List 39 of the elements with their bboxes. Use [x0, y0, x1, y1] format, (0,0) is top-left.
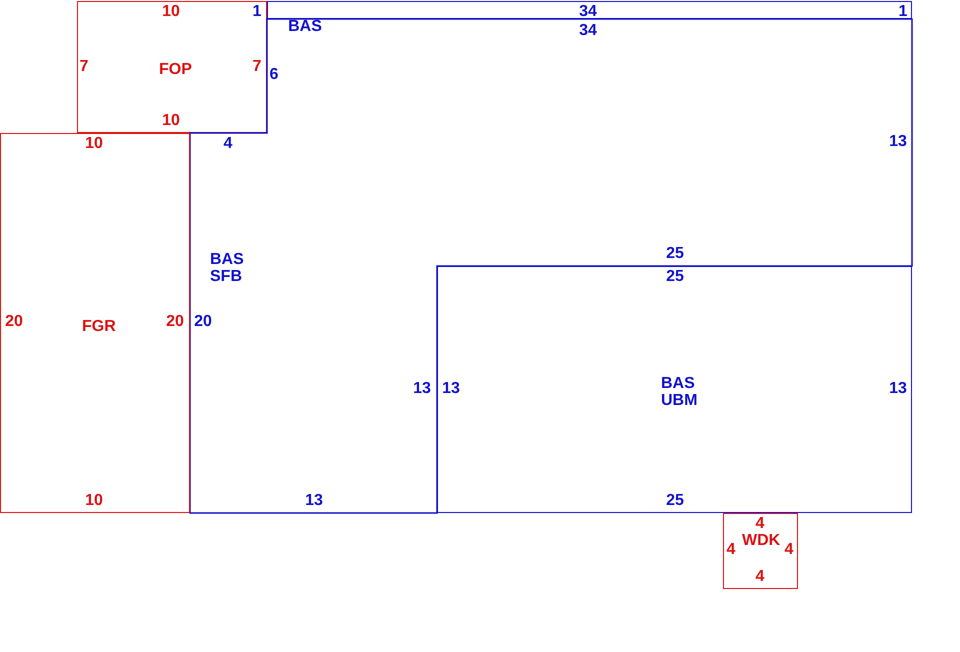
dimension-label: 25	[666, 269, 684, 285]
dimension-label: 4	[756, 569, 764, 585]
dimension-label: 1	[898, 4, 908, 20]
dimension-label: 34	[579, 4, 597, 20]
dimension-label: 34	[579, 23, 597, 39]
dimension-label: 20	[194, 314, 212, 330]
dimension-label: 10	[85, 136, 103, 152]
dimension-label: 13	[305, 493, 323, 509]
room-outline	[0, 133, 190, 513]
room-outline	[267, 1, 912, 19]
dimension-label: 20	[166, 314, 184, 330]
room-label: BAS UBM	[661, 375, 698, 409]
room-label: WDK	[742, 532, 780, 549]
dimension-label: 13	[442, 381, 460, 397]
room-outline	[190, 19, 912, 513]
dimension-label: 4	[784, 542, 794, 558]
dimension-label: BAS	[288, 19, 322, 35]
dimension-label: 10	[162, 4, 180, 20]
dimension-label: 25	[666, 246, 684, 262]
dimension-label: 13	[889, 134, 907, 150]
dimension-label: 13	[889, 381, 907, 397]
room-outline	[77, 1, 267, 133]
dimension-label: 4	[756, 516, 764, 532]
room-label: FOP	[159, 61, 192, 78]
dimension-label: 4	[224, 136, 232, 152]
dimension-label: 20	[5, 314, 23, 330]
dimension-label: 10	[85, 493, 103, 509]
room-outline	[437, 266, 912, 513]
dimension-label: 10	[162, 113, 180, 129]
room-label: BAS SFB	[210, 251, 245, 285]
dimension-label: 7	[252, 59, 262, 75]
dimension-label: 25	[666, 493, 684, 509]
dimension-label: 7	[80, 59, 88, 75]
dimension-label: 1	[252, 4, 262, 20]
dimension-label: 6	[270, 67, 278, 83]
room-label: FGR	[82, 318, 116, 335]
dimension-label: 4	[726, 542, 736, 558]
dimension-label: 13	[413, 381, 431, 397]
room-outline	[723, 513, 798, 589]
